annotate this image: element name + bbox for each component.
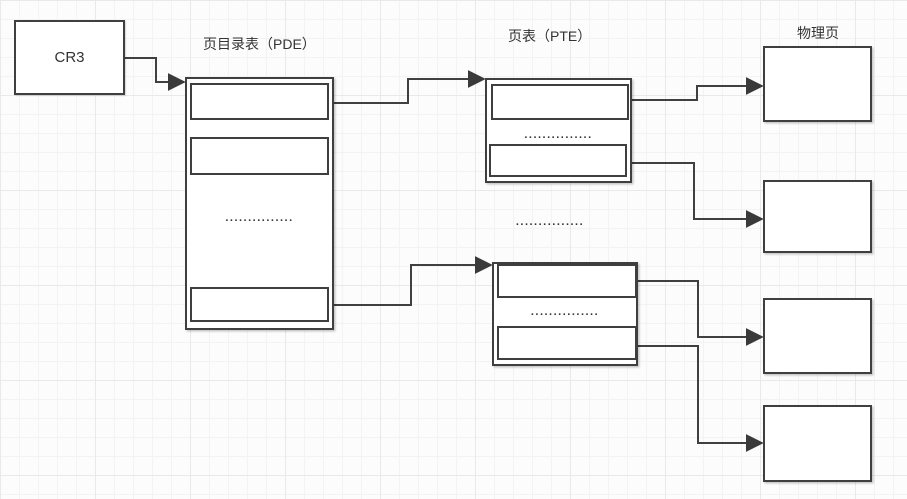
cr3-label: CR3 [54, 49, 85, 66]
connector-pte2r2-to-physical4 [637, 345, 764, 452]
pde-entry-1 [190, 83, 329, 120]
physical-page-3 [763, 298, 872, 374]
cr3-box: CR3 [14, 20, 125, 95]
pde-entry-2 [190, 137, 329, 175]
connector-pde1-to-pte-table1 [334, 70, 486, 104]
pte-table-1: ............... [485, 78, 632, 183]
pte1-entry-last [489, 144, 627, 177]
physical-page-2 [763, 180, 872, 253]
physical-page-1 [763, 46, 872, 122]
connector-cr3-to-pde [125, 57, 186, 91]
pte-table-2: ............... [492, 262, 638, 366]
pte2-entry-last [497, 326, 637, 360]
pde-ellipsis: ............... [225, 212, 294, 224]
physical-page-title: 物理页 [797, 25, 839, 41]
connector-pte2r1-to-physical3 [637, 280, 764, 346]
pte-tables-ellipsis: ............... [515, 216, 585, 228]
pte2-entry-1 [497, 264, 637, 298]
pde-table: ............... [185, 77, 334, 330]
pte2-ellipsis: ............... [530, 306, 600, 318]
physical-page-4 [763, 405, 872, 482]
connector-pte1r1-to-physical1 [632, 77, 764, 101]
pde-title: 页目录表（PDE） [203, 36, 316, 52]
connector-pte1r2-to-physical2 [630, 162, 764, 228]
pde-entry-last [190, 287, 329, 322]
connector-pde-last-to-pte-table2 [334, 256, 493, 306]
pte-title: 页表（PTE） [508, 28, 592, 44]
pte1-ellipsis: ............... [524, 129, 593, 141]
pte1-entry-1 [491, 84, 629, 120]
